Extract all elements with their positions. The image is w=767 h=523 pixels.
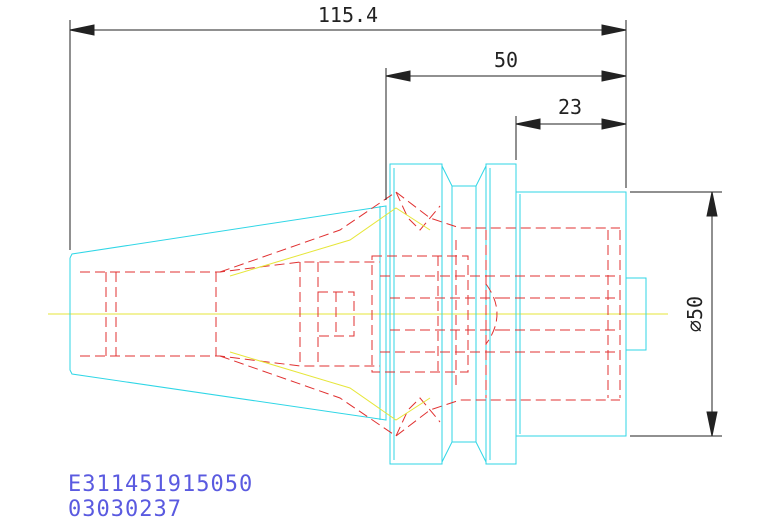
- part-outline: [69, 163, 647, 465]
- dimension-diameter: ⌀50: [683, 296, 707, 332]
- dimension-overall-length: 115.4: [318, 3, 378, 27]
- dimension-lines: [69, 20, 722, 437]
- dimension-body-length: 50: [494, 48, 518, 72]
- construction-lines: [229, 207, 431, 421]
- dimension-flange-length: 23: [558, 95, 582, 119]
- part-number: 03030237: [68, 497, 182, 522]
- part-code: E311451915050: [68, 472, 254, 497]
- hidden-lines: [80, 191, 621, 437]
